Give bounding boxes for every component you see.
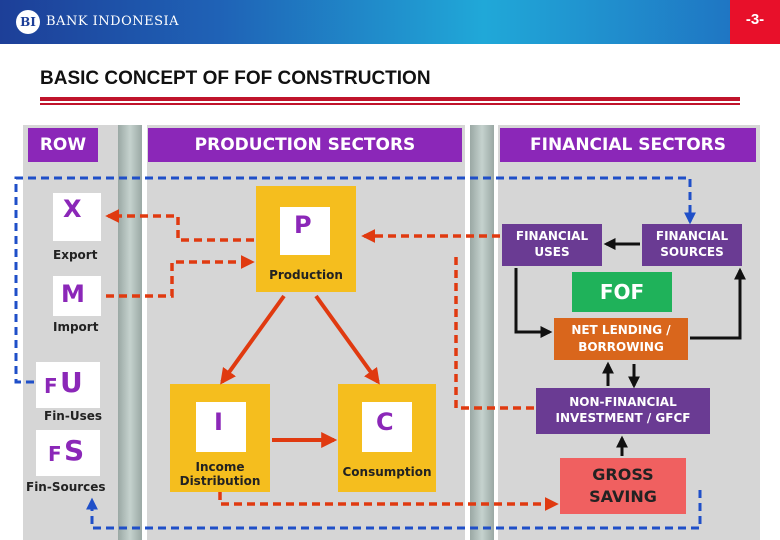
gross-saving-line-1: GROSS: [592, 465, 654, 484]
consumption-letter: C: [376, 408, 394, 436]
bank-name: BANK INDONESIA: [46, 14, 180, 29]
financial-uses-box: FINANCIAL USES: [502, 224, 602, 266]
production-letter-box: P: [280, 207, 330, 255]
financial-header: FINANCIAL SECTORS: [500, 128, 756, 162]
import-box: M: [53, 276, 101, 316]
page-number: -3-: [730, 0, 780, 44]
title-rule: [40, 97, 740, 101]
divider-bar-right: [470, 125, 494, 540]
non-financial-investment-box: NON-FINANCIAL INVESTMENT / GFCF: [536, 388, 710, 434]
title-rule-thin: [40, 103, 740, 105]
consumption-letter-box: C: [362, 402, 412, 452]
row-header: ROW: [28, 128, 98, 162]
gross-saving-line-2: SAVING: [589, 487, 657, 506]
consumption-label: Consumption: [342, 465, 432, 479]
income-label-1: Income: [195, 460, 245, 474]
slide-title: BASIC CONCEPT OF FOF CONSTRUCTION: [40, 68, 431, 89]
nfi-line-1: NON-FINANCIAL: [569, 395, 677, 409]
header-bar: [0, 0, 780, 44]
financial-sources-line-2: SOURCES: [660, 245, 724, 259]
export-label: Export: [53, 248, 98, 262]
gross-saving-box: GROSS SAVING: [560, 458, 686, 514]
divider-bar-left: [118, 125, 142, 540]
financial-sources-box: FINANCIAL SOURCES: [642, 224, 742, 266]
nfi-line-2: INVESTMENT / GFCF: [555, 411, 691, 425]
production-label: Production: [269, 268, 343, 282]
income-letter-box: I: [196, 402, 246, 452]
bank-logo-icon: BI: [16, 10, 40, 34]
fin-sources-box: F S: [36, 430, 100, 476]
fin-uses-letter: U: [60, 366, 83, 399]
import-label: Import: [53, 320, 99, 334]
income-label-2: Distribution: [179, 474, 261, 488]
net-lending-line-1: NET LENDING /: [571, 323, 671, 337]
fin-uses-label: Fin-Uses: [44, 409, 103, 423]
financial-sources-line-1: FINANCIAL: [655, 229, 729, 243]
net-lending-box: NET LENDING / BORROWING: [554, 318, 688, 360]
income-letter: I: [214, 408, 223, 436]
fin-sources-prefix: F: [48, 442, 62, 466]
financial-uses-line-1: FINANCIAL: [515, 229, 589, 243]
import-letter: M: [61, 280, 85, 308]
fin-sources-letter: S: [64, 434, 85, 467]
fin-uses-box: F U: [36, 362, 100, 408]
export-box: X: [53, 193, 101, 241]
fin-sources-label: Fin-Sources: [26, 480, 106, 494]
fin-uses-prefix: F: [44, 374, 58, 398]
production-letter: P: [294, 211, 312, 239]
export-letter: X: [63, 195, 82, 223]
fof-box: FOF: [572, 272, 672, 312]
production-header: PRODUCTION SECTORS: [148, 128, 462, 162]
financial-uses-line-2: USES: [534, 245, 570, 259]
net-lending-line-2: BORROWING: [578, 340, 664, 354]
